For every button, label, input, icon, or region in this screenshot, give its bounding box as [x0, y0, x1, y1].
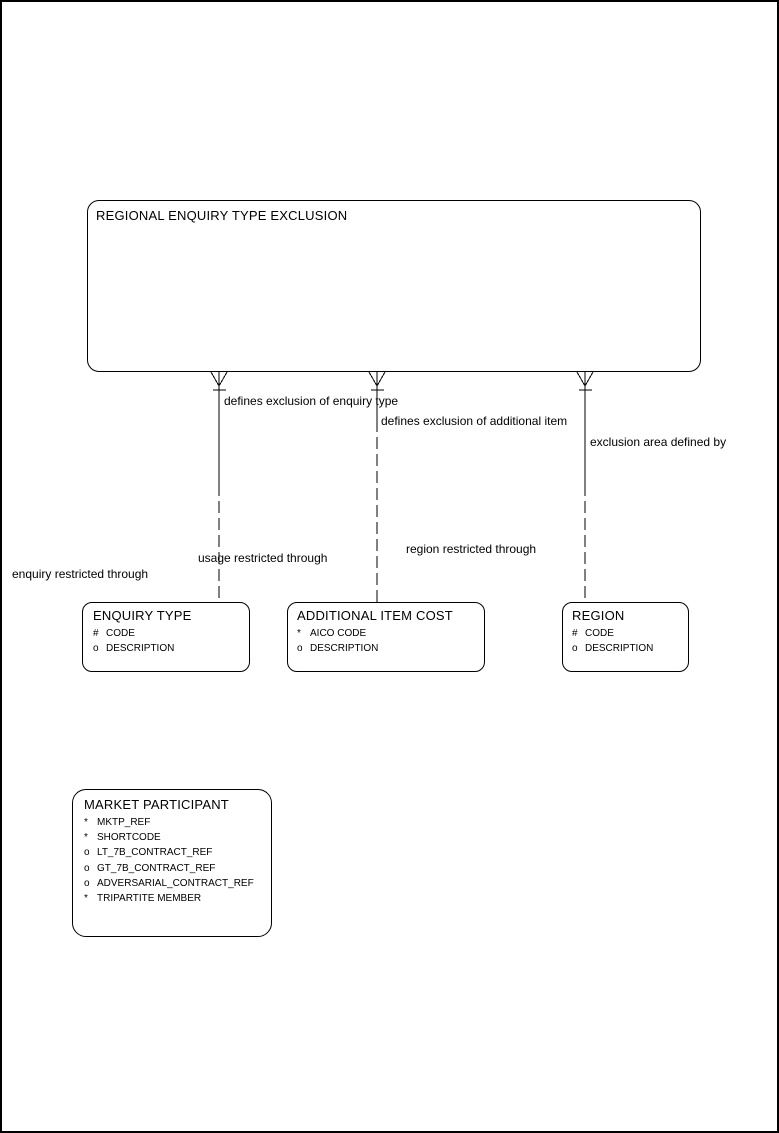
entity-title: REGION [572, 608, 625, 623]
entity-enquiry-type[interactable]: ENQUIRY TYPE # CODE o DESCRIPTION [82, 602, 250, 672]
attribute-row: o DESCRIPTION [572, 641, 688, 656]
attribute-optionality: # [93, 628, 99, 639]
attribute-optionality: * [84, 817, 88, 828]
attribute-optionality: # [572, 628, 578, 639]
entity-title: REGIONAL ENQUIRY TYPE EXCLUSION [96, 208, 348, 223]
relationship-label-near-enquiry-type: defines exclusion of enquiry type [224, 394, 399, 408]
entity-title: ENQUIRY TYPE [93, 608, 192, 623]
relationship-label-far-region: region restricted through [406, 542, 537, 556]
attribute-row: * TRIPARTITE MEMBER [84, 891, 271, 906]
attribute-optionality: o [84, 877, 90, 889]
entity-region[interactable]: REGION # CODE o DESCRIPTION [562, 602, 689, 672]
attribute-row: o DESCRIPTION [93, 641, 249, 656]
attribute-optionality: o [297, 643, 303, 655]
entity-regional-enquiry-type-exclusion[interactable]: REGIONAL ENQUIRY TYPE EXCLUSION [87, 200, 701, 372]
attribute-name: CODE [106, 628, 135, 639]
attribute-optionality: * [84, 893, 88, 905]
relationship-label-near-additional-item-cost: defines exclusion of additional item [381, 414, 568, 428]
attribute-name: CODE [585, 628, 614, 639]
attribute-name: DESCRIPTION [310, 643, 379, 655]
attribute-row: # CODE [572, 626, 688, 641]
attribute-name: DESCRIPTION [106, 643, 175, 655]
attribute-row: * AICO CODE [297, 626, 484, 641]
entity-title: MARKET PARTICIPANT [84, 797, 229, 812]
attribute-name: ADVERSARIAL_CONTRACT_REF [97, 877, 254, 889]
entity-market-participant[interactable]: MARKET PARTICIPANT *MKTP_REF *SHORTCODE … [72, 789, 272, 937]
attribute-name: MKTP_REF [97, 817, 151, 828]
attribute-row: o ADVERSARIAL_CONTRACT_REF [84, 876, 271, 891]
attribute-optionality: * [297, 628, 301, 639]
attribute-row: o LT_7B_CONTRACT_REF [84, 845, 271, 860]
entity-additional-item-cost[interactable]: ADDITIONAL ITEM COST * AICO CODE o DESCRIP… [287, 602, 485, 672]
attribute-optionality: o [93, 643, 99, 655]
attribute-optionality: o [84, 862, 90, 874]
attribute-optionality: o [572, 643, 578, 655]
relationship-label-far-additional-item-cost: usage restricted through [198, 551, 328, 565]
attribute-row: o GT_7B_CONTRACT_REF [84, 861, 271, 876]
attribute-row: * MKTP_REF [84, 815, 271, 830]
attribute-name: LT_7B_CONTRACT_REF [97, 847, 213, 859]
entity-title: ADDITIONAL ITEM COST [297, 608, 453, 623]
attribute-optionality: o [84, 847, 90, 859]
relationship-label-near-region: exclusion area defined by [590, 435, 727, 449]
attribute-name: GT_7B_CONTRACT_REF [97, 862, 216, 874]
attribute-name: TRIPARTITE MEMBER [97, 893, 202, 905]
attribute-row: o DESCRIPTION [297, 641, 484, 656]
attribute-optionality: * [84, 832, 88, 844]
attribute-name: AICO CODE [310, 628, 367, 639]
attribute-name: DESCRIPTION [585, 643, 654, 655]
attribute-row: * SHORTCODE [84, 830, 271, 845]
attribute-row: # CODE [93, 626, 249, 641]
attribute-name: SHORTCODE [97, 832, 161, 844]
relationship-label-far-enquiry-type: enquiry restricted through [12, 567, 149, 581]
